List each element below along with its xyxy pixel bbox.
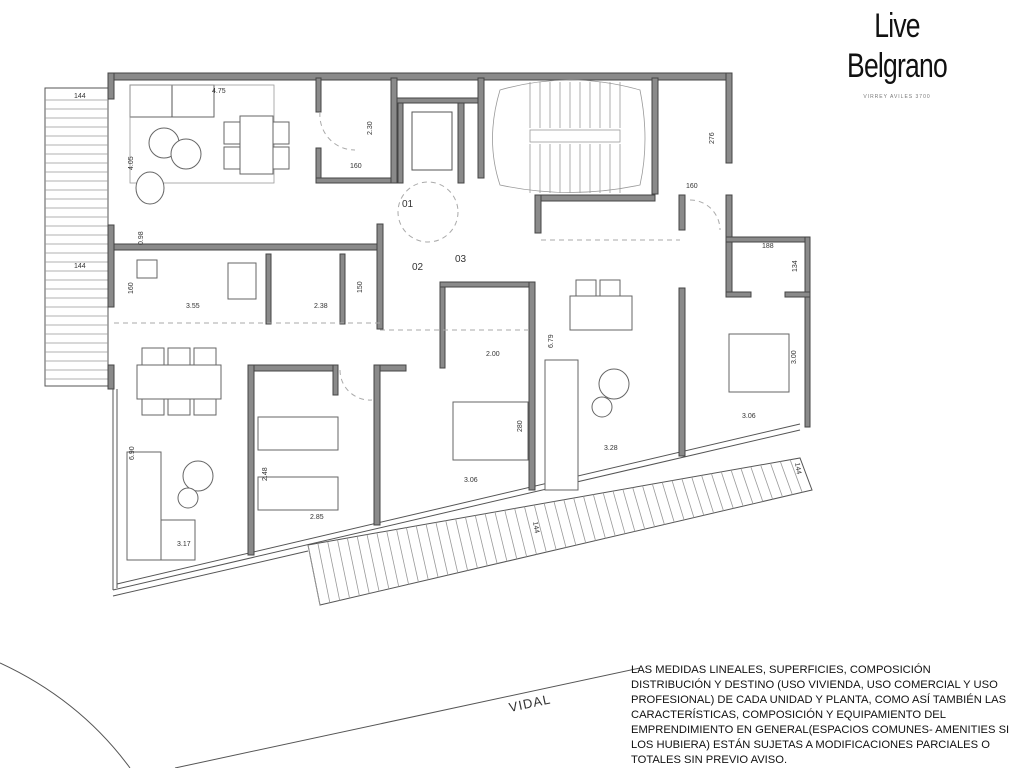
balcony-slat	[592, 494, 606, 539]
dim-label: 134	[792, 260, 799, 272]
balcony-slat	[730, 470, 744, 507]
dim-label: 188	[762, 243, 774, 250]
balcony-slat	[760, 464, 774, 500]
balcony-slat	[563, 499, 577, 546]
door-swings	[114, 111, 721, 401]
dim-label: 2.00	[486, 351, 500, 358]
balcony-slat	[681, 478, 695, 518]
elevator	[411, 111, 453, 171]
dim-label: 2.38	[314, 303, 328, 310]
street-vidal: VIDAL	[0, 662, 641, 768]
balcony-slat	[425, 524, 439, 578]
dim-label: 6.90	[129, 446, 136, 460]
balcony-slat	[337, 539, 350, 599]
balcony-slat	[533, 504, 547, 553]
dim-label: 0.98	[138, 231, 145, 245]
balcony-slat	[376, 532, 390, 589]
dim-label: 4.05	[128, 156, 135, 170]
balcony-slat	[484, 513, 498, 564]
balcony-slat	[366, 534, 380, 592]
dim-label: 160	[686, 183, 698, 190]
unit-tags: 01 02 03	[402, 199, 467, 273]
balcony-slat	[435, 522, 449, 576]
balcony-slat	[307, 544, 321, 606]
dim-label: 3.55	[186, 303, 200, 310]
dim-label: 3.06	[742, 413, 756, 420]
stairwell	[492, 79, 646, 193]
balcony-slat	[779, 461, 793, 495]
dim-label: 160	[128, 282, 135, 294]
interior-walls	[113, 77, 686, 556]
balcony-slat	[661, 482, 675, 523]
balcony-slat	[740, 468, 754, 504]
dim-label: 3.28	[604, 445, 618, 452]
dim-label: 2.48	[262, 467, 269, 481]
brand-name: Live Belgrano	[847, 7, 948, 85]
dim-label: 276	[709, 132, 716, 144]
dim-label: 2.85	[310, 514, 324, 521]
unit-tag-01: 01	[402, 199, 414, 210]
balcony-slat	[514, 508, 528, 557]
dim-label: 2.30	[367, 121, 374, 135]
unit-tag-02: 02	[412, 262, 424, 273]
balcony-slat	[671, 480, 685, 521]
disclaimer-text: LAS MEDIDAS LINEALES, SUPERFICIES, COMPO…	[631, 664, 1010, 766]
balcony-slat	[396, 529, 409, 585]
dim-label: 4.75	[212, 88, 226, 95]
balcony-slat	[346, 537, 360, 596]
dim-label: 3.06	[464, 477, 478, 484]
balcony-slat	[524, 506, 537, 555]
dim-label: 3.00	[791, 350, 798, 364]
balcony-slat	[386, 530, 400, 587]
balcony-slat	[504, 510, 518, 560]
dim-label: 144	[531, 521, 540, 534]
exterior-walls	[107, 72, 811, 597]
balcony-slat	[602, 492, 616, 537]
brand-logo: Live Belgrano VIRREY AVILES 3700	[812, 6, 982, 100]
balcony-slat	[327, 541, 341, 601]
balcony-slat	[406, 527, 419, 583]
balcony-slat	[720, 471, 734, 509]
dim-label: 280	[517, 420, 524, 432]
balcony-slat	[789, 459, 803, 493]
balcony-slat	[691, 477, 705, 516]
balcony-slat	[465, 517, 478, 569]
balcony-slat	[317, 543, 331, 603]
balcony-slat	[701, 475, 714, 514]
dim-label: 144	[74, 263, 86, 270]
balcony-slat	[632, 487, 646, 530]
dim-label: 160	[350, 163, 362, 170]
dimension-labels: 144 144 4.75 4.05 2.30 160 0.98 160 3.55…	[74, 88, 802, 548]
balcony-slat	[652, 483, 665, 525]
dim-label: 144	[793, 462, 802, 475]
balcony-slat	[415, 525, 429, 580]
unit-tag-03: 03	[455, 254, 467, 265]
balcony-slat	[573, 497, 587, 544]
balcony-slat	[750, 466, 764, 502]
balcony-slat	[474, 515, 488, 566]
balcony-slat	[445, 520, 459, 573]
balcony-slat	[770, 463, 783, 498]
dim-label: 3.17	[177, 541, 191, 548]
balcony-slat	[553, 501, 567, 548]
dim-label: 144	[74, 93, 86, 100]
balcony-slat	[642, 485, 655, 527]
balcony-slat	[583, 496, 596, 541]
brand-address: VIRREY AVILES 3700	[863, 94, 931, 100]
balcony-slat	[711, 473, 724, 511]
balcony-slat	[622, 489, 636, 532]
balcony-slat	[455, 518, 468, 571]
balcony-slat	[356, 536, 370, 594]
balcony-slat	[543, 503, 557, 550]
balcony-slat	[612, 490, 626, 534]
dim-label: 150	[357, 281, 364, 293]
balcony-slat	[494, 511, 508, 562]
left-balcony	[44, 87, 109, 387]
front-balcony	[307, 457, 813, 606]
dim-label: 6.79	[548, 334, 555, 348]
furniture	[126, 84, 790, 561]
